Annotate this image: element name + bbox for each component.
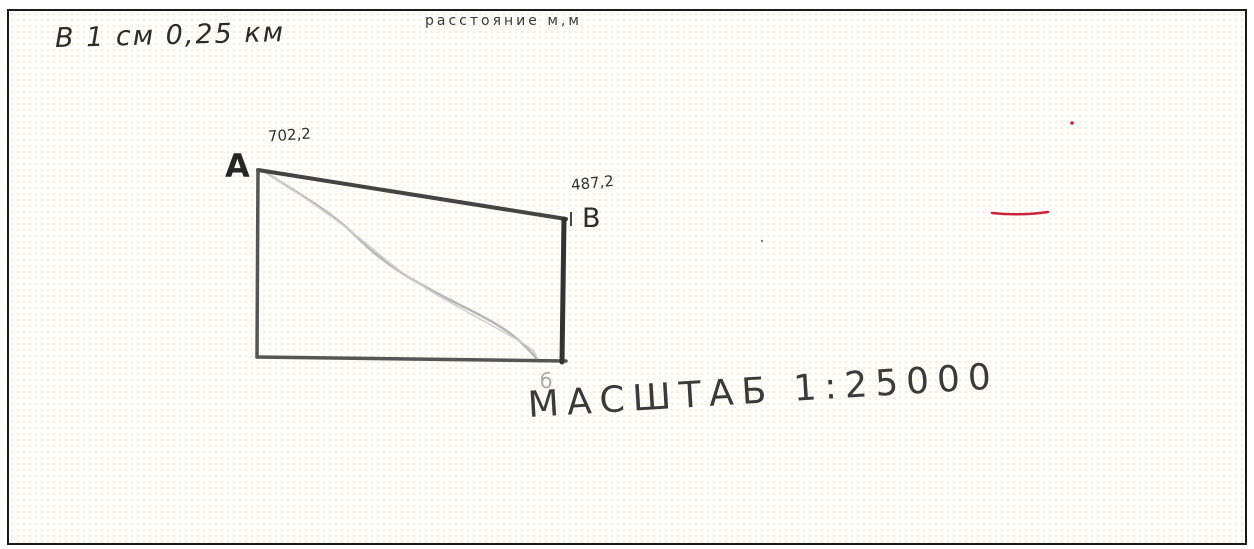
point-b-lower-label: б bbox=[540, 369, 553, 393]
right-edge bbox=[559, 216, 567, 365]
pencil-dot bbox=[1070, 121, 1074, 125]
scale-note: В 1 см 0,25 км bbox=[54, 16, 286, 55]
point-b-value: 487,2 bbox=[570, 171, 615, 195]
top-edge bbox=[256, 168, 568, 221]
pencil-dot-2 bbox=[760, 239, 764, 243]
point-a-value: 702,2 bbox=[267, 124, 312, 146]
pencil-diagonal-trace bbox=[265, 172, 541, 363]
distance-note: расстояние м,м bbox=[425, 13, 582, 29]
point-b-label: B bbox=[582, 203, 601, 234]
pencil-diagonal bbox=[260, 168, 540, 362]
red-mark bbox=[990, 210, 1050, 216]
point-a-label: A bbox=[225, 147, 250, 185]
left-edge bbox=[255, 168, 260, 359]
bottom-edge bbox=[255, 355, 568, 363]
worksheet-frame bbox=[7, 9, 1247, 545]
